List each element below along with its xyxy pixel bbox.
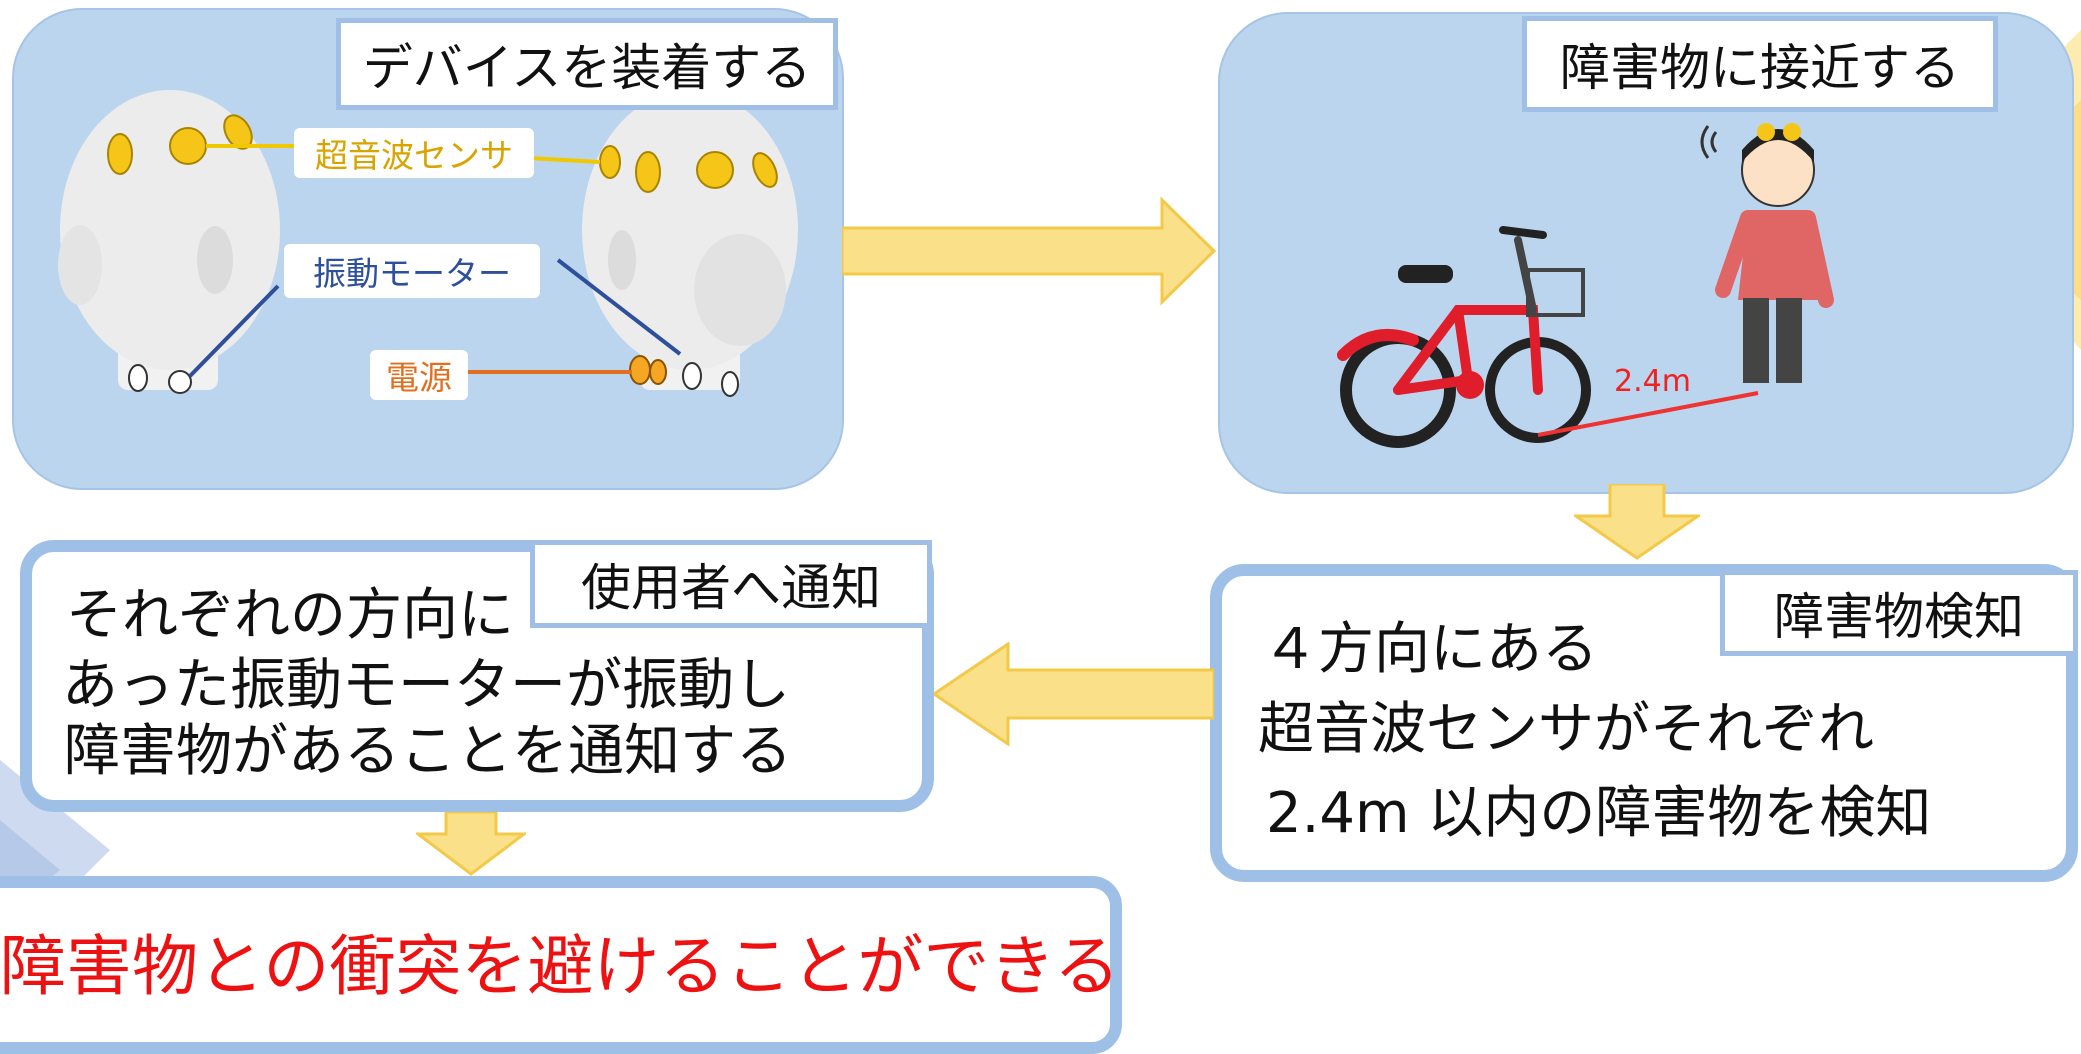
notify-line-2: あった振動モーターが振動し (62, 653, 790, 718)
motor-label: 振動モーター (284, 244, 540, 298)
motor-line-right (556, 258, 682, 356)
result-text: 障害物との衝突を避けることができる (0, 928, 1121, 1005)
tag-notify: 使用者へ通知 (530, 540, 932, 628)
box-result (0, 876, 1122, 1054)
arrow-right-1 (842, 196, 1217, 306)
distance-line (1537, 391, 1759, 437)
notify-line-3: 障害物があることを通知する (64, 719, 792, 784)
detect-line-3: 2.4m 以内の障害物を検知 (1266, 781, 1932, 846)
power-label: 電源 (370, 350, 468, 400)
person-icon (1700, 123, 1834, 383)
distance-label: 2.4m (1614, 364, 1691, 399)
notify-line-1: それぞれの方向に (66, 583, 514, 648)
detect-line-1: ４方向にある (1262, 617, 1598, 682)
head-right (582, 90, 798, 390)
sensor-label: 超音波センサ (294, 128, 534, 178)
motor-line-left (188, 284, 280, 378)
heads-illustration (58, 90, 798, 397)
arrow-down-2 (416, 812, 526, 876)
detect-line-2: 超音波センサがそれぞれ (1258, 697, 1874, 762)
tag-wear-device: デバイスを装着する (336, 18, 838, 110)
tag-detect: 障害物検知 (1720, 570, 2078, 656)
bicycle-scene (1337, 123, 1834, 448)
arrow-left-1 (932, 642, 1214, 746)
sensor-line-right (527, 156, 601, 164)
tag-approach: 障害物に接近する (1522, 16, 1998, 112)
bicycle-icon (1337, 226, 1591, 448)
arrow-down-1 (1574, 484, 1700, 560)
